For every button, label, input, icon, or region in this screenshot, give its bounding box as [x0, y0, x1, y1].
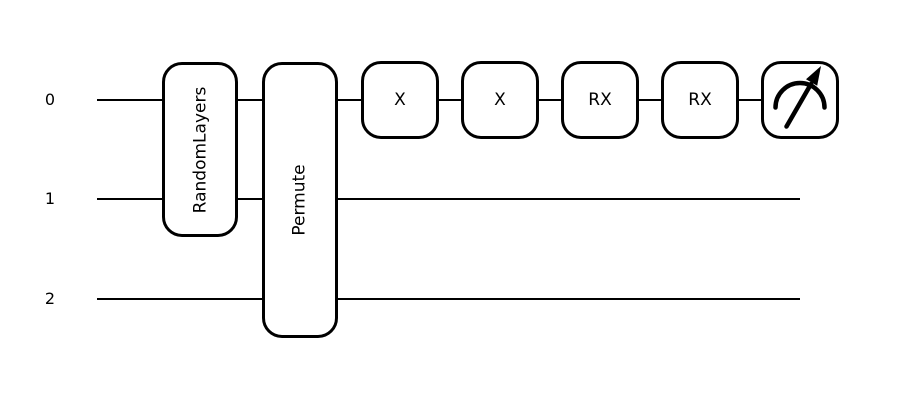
gate-randomlayers-label: RandomLayers: [190, 86, 211, 213]
gate-x-1-label: X: [394, 90, 406, 110]
gate-rx-2-label: RX: [688, 90, 712, 110]
wire-label-1: 1: [44, 189, 56, 208]
wire-line-2: [97, 298, 800, 300]
gate-randomlayers: RandomLayers: [162, 62, 238, 237]
gate-rx-2: RX: [661, 61, 739, 139]
wire-label-2: 2: [44, 289, 56, 308]
wire-line-1: [97, 198, 800, 200]
gate-x-2: X: [461, 61, 539, 139]
gauge-measurement-icon: [773, 66, 827, 129]
gate-x-1: X: [361, 61, 439, 139]
gate-permute: Permute: [262, 62, 338, 338]
wire-label-0: 0: [44, 90, 56, 109]
gate-rx-1-label: RX: [588, 90, 612, 110]
gate-rx-1: RX: [561, 61, 639, 139]
measurement-box: [761, 61, 839, 139]
gate-x-2-label: X: [494, 90, 506, 110]
gate-permute-label: Permute: [290, 164, 311, 236]
